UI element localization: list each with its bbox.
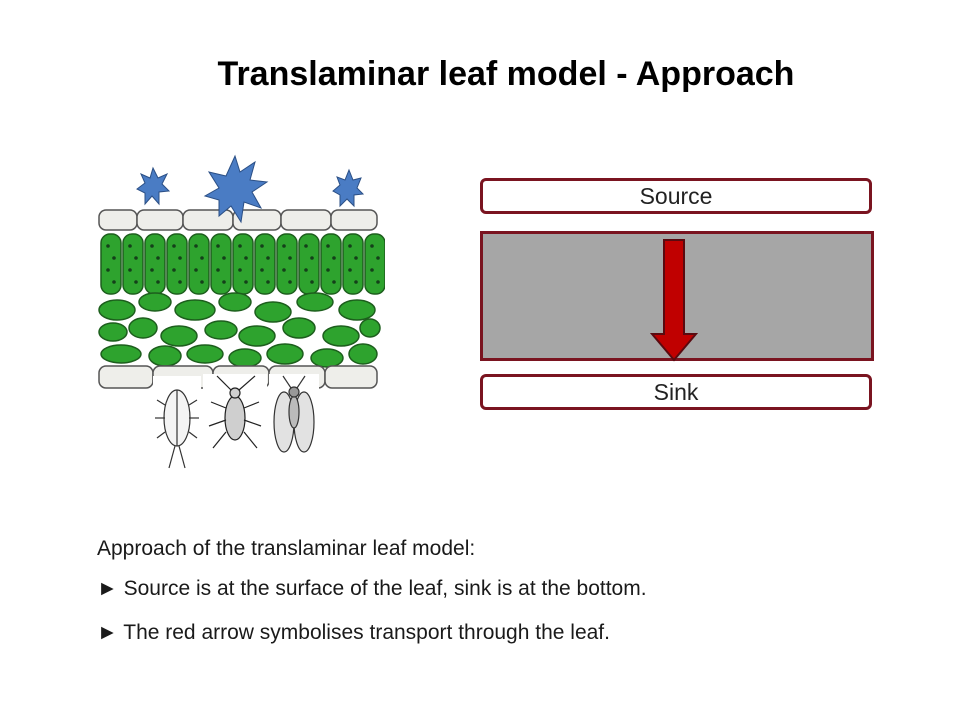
- chloroplast-dot: [260, 268, 264, 272]
- chloroplast-dot: [200, 256, 204, 260]
- chloroplast-dot: [222, 256, 226, 260]
- mealybug-icon: [153, 376, 201, 469]
- palisade-cell: [320, 233, 342, 295]
- chloroplast-dot: [128, 244, 132, 248]
- chloroplast-dot: [178, 256, 182, 260]
- particle-small-left-icon: [136, 166, 171, 206]
- chloroplast-dot: [282, 268, 286, 272]
- chloroplast-dot: [106, 268, 110, 272]
- palisade-cell: [144, 233, 166, 295]
- spongy-mesophyll: [98, 292, 381, 368]
- chloroplast-dot: [376, 280, 380, 284]
- palisade-cells: [100, 233, 385, 295]
- intro-text: Approach of the translaminar leaf model:: [97, 537, 476, 560]
- palisade-cell: [342, 233, 364, 295]
- palisade-cell: [100, 233, 122, 295]
- surface-particles: [136, 154, 365, 224]
- chloroplast-dot: [156, 256, 160, 260]
- chloroplast-dot: [304, 268, 308, 272]
- palisade-cell: [166, 233, 188, 295]
- palisade-cell: [298, 233, 320, 295]
- chloroplast-dot: [332, 280, 336, 284]
- chloroplast-dot: [310, 256, 314, 260]
- leaf-cross-section-illustration: [98, 154, 385, 469]
- chloroplast-dot: [112, 280, 116, 284]
- chloroplast-dot: [326, 244, 330, 248]
- chloroplast-dot: [244, 280, 248, 284]
- bullet-source-sink: ► Source is at the surface of the leaf, …: [97, 577, 647, 600]
- chloroplast-dot: [150, 268, 154, 272]
- chloroplast-dot: [156, 280, 160, 284]
- chloroplast-dot: [282, 244, 286, 248]
- chloroplast-dot: [194, 244, 198, 248]
- source-bar: Source: [480, 178, 872, 214]
- chloroplast-dot: [354, 280, 358, 284]
- chloroplast-dot: [288, 280, 292, 284]
- chloroplast-dot: [172, 268, 176, 272]
- palisade-cell: [210, 233, 232, 295]
- chloroplast-dot: [172, 244, 176, 248]
- chloroplast-dot: [150, 244, 154, 248]
- chloroplast-dot: [376, 256, 380, 260]
- palisade-cell: [232, 233, 254, 295]
- palisade-cell: [364, 233, 385, 295]
- particle-small-right-icon: [332, 168, 365, 208]
- chloroplast-dot: [128, 268, 132, 272]
- chloroplast-dot: [288, 256, 292, 260]
- chloroplast-dot: [178, 280, 182, 284]
- palisade-cell: [254, 233, 276, 295]
- chloroplast-dot: [134, 256, 138, 260]
- chloroplast-dot: [370, 268, 374, 272]
- aphid-icon: [203, 374, 267, 454]
- chloroplast-dot: [304, 244, 308, 248]
- chloroplast-dot: [266, 256, 270, 260]
- palisade-cell: [122, 233, 144, 295]
- chloroplast-dot: [216, 244, 220, 248]
- chloroplast-dot: [238, 244, 242, 248]
- palisade-cell: [188, 233, 210, 295]
- chloroplast-dot: [244, 256, 248, 260]
- bullet-red-arrow: ► The red arrow symbolises transport thr…: [97, 621, 610, 644]
- sink-bar: Sink: [480, 374, 872, 410]
- chloroplast-dot: [216, 268, 220, 272]
- chloroplast-dot: [194, 268, 198, 272]
- chloroplast-dot: [222, 280, 226, 284]
- chloroplast-dot: [134, 280, 138, 284]
- chloroplast-dot: [370, 244, 374, 248]
- chloroplast-dot: [260, 244, 264, 248]
- chloroplast-dot: [266, 280, 270, 284]
- slide-title: Translaminar leaf model - Approach: [217, 55, 795, 93]
- palisade-cell: [276, 233, 298, 295]
- chloroplast-dot: [326, 268, 330, 272]
- chloroplast-dot: [348, 244, 352, 248]
- chloroplast-dot: [238, 268, 242, 272]
- upper-epidermis: [98, 209, 378, 231]
- chloroplast-dot: [332, 256, 336, 260]
- chloroplast-dot: [106, 244, 110, 248]
- transport-arrow-icon: [650, 239, 698, 362]
- whitefly-icon: [269, 374, 319, 458]
- chloroplast-dot: [200, 280, 204, 284]
- chloroplast-dot: [348, 268, 352, 272]
- chloroplast-dot: [112, 256, 116, 260]
- particle-large-center-icon: [203, 154, 269, 224]
- chloroplast-dot: [354, 256, 358, 260]
- chloroplast-dot: [310, 280, 314, 284]
